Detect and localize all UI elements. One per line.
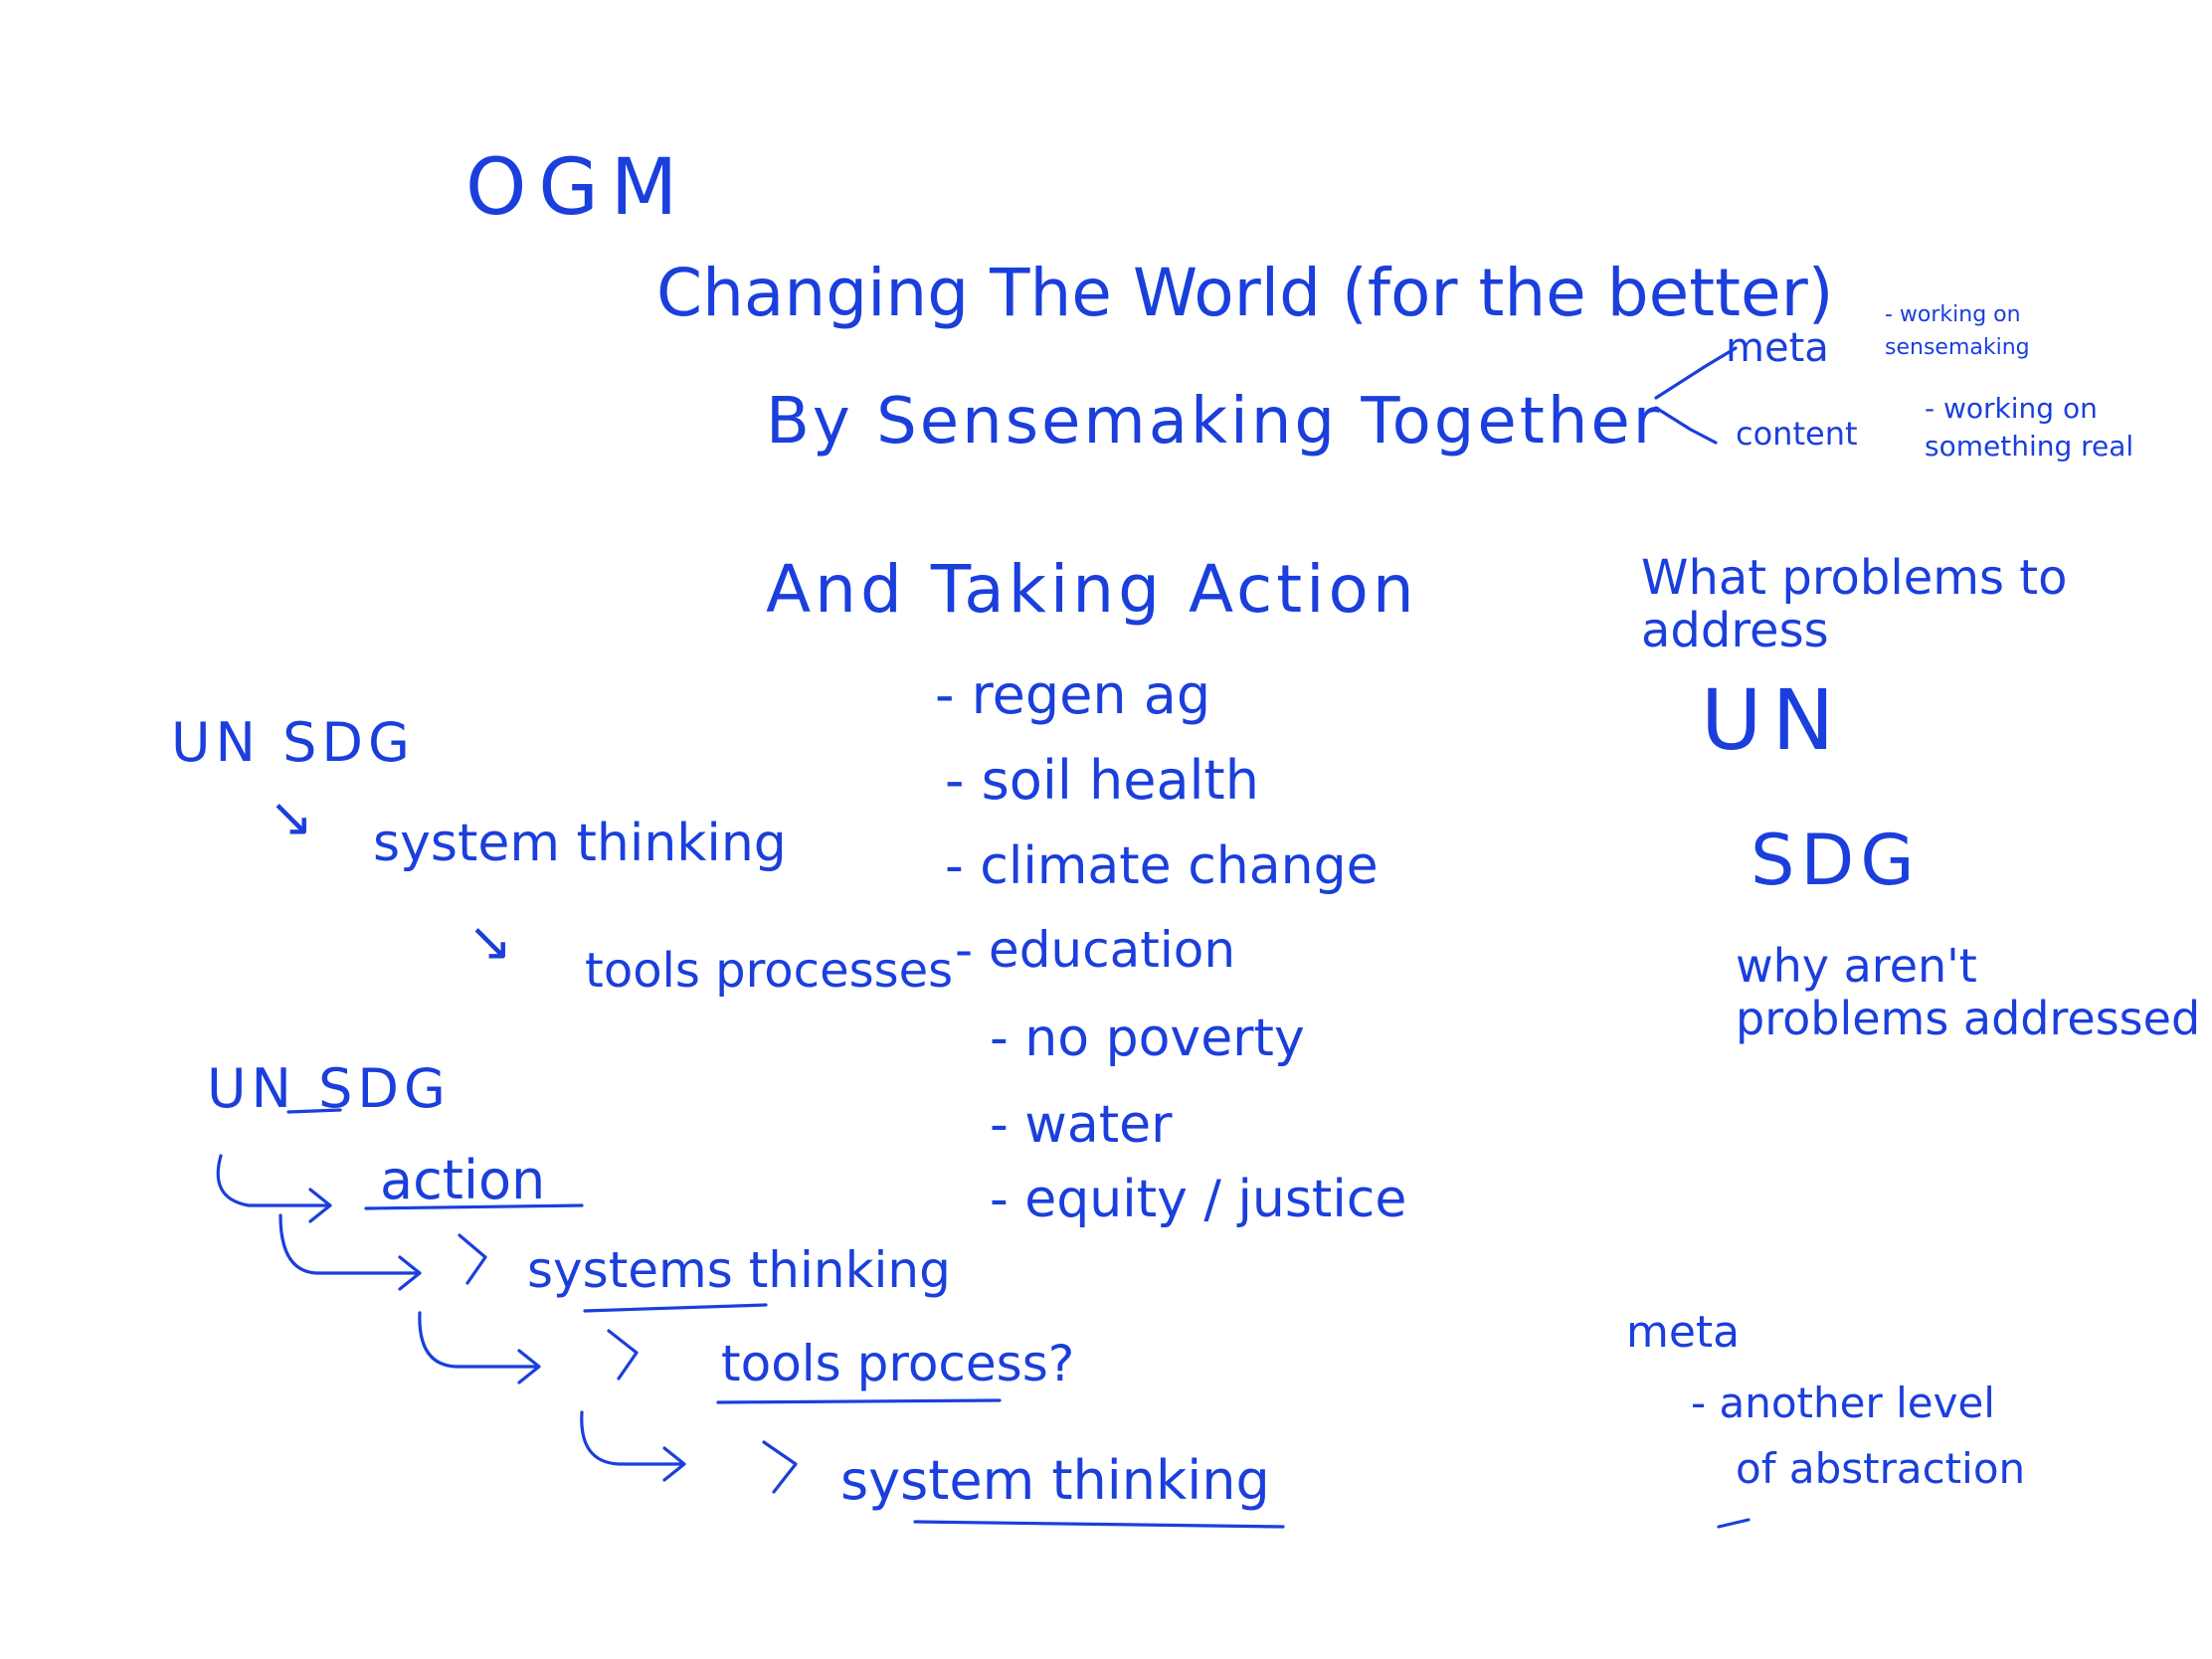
- question-why-not-addressed: why aren't problems addressed: [1736, 939, 2201, 1045]
- line-sensemaking-together: By Sensemaking Together: [766, 385, 1663, 459]
- flow2-arrowhead-4: [662, 1446, 686, 1482]
- flow2-arrowhead-3: [517, 1349, 541, 1384]
- flow2-action: action: [380, 1149, 546, 1211]
- right-sdg: SDG: [1751, 820, 1921, 901]
- flow2-systems-thinking: systems thinking: [527, 1241, 951, 1299]
- branch-bracket-upper: [1654, 346, 1738, 400]
- action-item: - soil health: [945, 749, 1259, 812]
- flow2-hook-2: [278, 1213, 420, 1275]
- headline: Changing The World (for the better): [656, 255, 1834, 331]
- action-item: - no poverty: [990, 1009, 1305, 1068]
- flow2-chevron-2: [458, 1233, 487, 1285]
- flow1-arrow-icon: ↘: [467, 910, 513, 973]
- branch-content-note: - working on something real: [1925, 392, 2134, 462]
- flow1-tools-processes: tools processes: [585, 943, 954, 999]
- flow1-system-thinking: system thinking: [373, 814, 787, 873]
- underline-systems: [583, 1303, 768, 1313]
- branch-content-label: content: [1736, 415, 1858, 453]
- action-item: - education: [955, 921, 1236, 979]
- flow2-hook-4: [580, 1410, 683, 1466]
- meta-note-line1: - another level: [1691, 1379, 1995, 1427]
- flow2-tools-process: tools process?: [721, 1335, 1075, 1392]
- action-item: - water: [990, 1095, 1173, 1155]
- flow2-chevron-3: [607, 1329, 639, 1381]
- flow2-chevron-4: [762, 1440, 798, 1494]
- underline-system-thinking: [913, 1520, 1285, 1529]
- question-what-problems: What problems to address: [1641, 550, 2068, 658]
- flow2-system-thinking: system thinking: [840, 1449, 1270, 1512]
- meta-note-label: meta: [1626, 1307, 1741, 1358]
- branch-bracket-lower: [1654, 406, 1718, 445]
- action-item: - equity / justice: [990, 1170, 1407, 1229]
- flow2-un-sdg: UN SDG: [207, 1057, 451, 1120]
- flow2-arrowhead-2: [398, 1255, 422, 1291]
- right-un: UN: [1701, 671, 1845, 769]
- stray-mark: [1717, 1518, 1751, 1529]
- flow2-hook-1: [216, 1154, 330, 1207]
- line-taking-action: And Taking Action: [766, 551, 1418, 628]
- flow1-un-sdg: UN SDG: [171, 711, 415, 774]
- action-item: - climate change: [945, 836, 1379, 896]
- flow2-hook-3: [418, 1311, 539, 1369]
- underline-tools-process: [716, 1398, 1002, 1404]
- branch-meta-note: - working on sensemaking: [1885, 302, 2030, 360]
- flow2-arrowhead-1: [308, 1188, 332, 1223]
- action-item: - regen ag: [935, 663, 1211, 726]
- title-ogm: OGM: [465, 143, 690, 233]
- branch-meta-label: meta: [1726, 325, 1829, 371]
- meta-note-line2: of abstraction: [1736, 1444, 2026, 1493]
- flow1-arrow-icon: ↘: [269, 786, 314, 848]
